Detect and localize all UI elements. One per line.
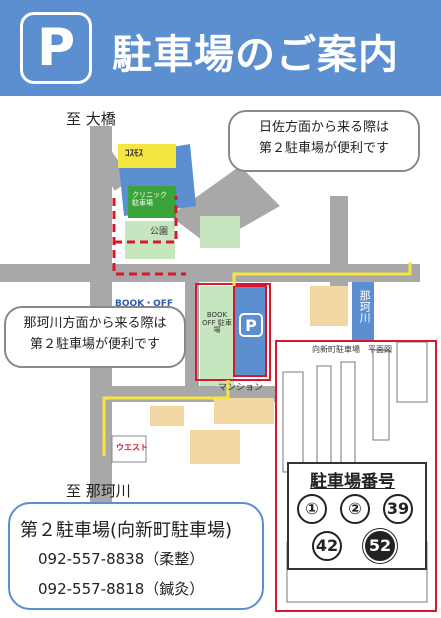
- route-yellow-east: [232, 262, 412, 286]
- park-block: [200, 216, 240, 248]
- route-yellow-west: [102, 380, 230, 456]
- callout-west: 那珂川方面から来る際は 第２駐車場が便利です: [4, 306, 186, 368]
- lot-plan-title: 向新町駐車場 平面図: [312, 345, 392, 354]
- direction-south-label: 至 那珂川: [66, 482, 131, 500]
- lot-number-heading: 駐車場番号: [310, 472, 395, 492]
- direction-north-label: 至 大橋: [66, 110, 116, 128]
- road-diagonal-north: [170, 166, 280, 246]
- callout-east: 日佐方面から来る際は 第２駐車場が便利です: [228, 110, 420, 172]
- park-label: 公園: [150, 227, 169, 237]
- svg-text:P: P: [245, 316, 257, 335]
- road-horizontal-main: [0, 264, 420, 282]
- header-banner: [0, 0, 441, 96]
- info-box: [8, 502, 264, 610]
- bldg-2: [150, 406, 184, 426]
- cosmos-sign: [118, 144, 176, 168]
- parking-icon: P: [20, 12, 92, 84]
- route-red: [112, 198, 186, 276]
- bookoff-lot-label: BOOK OFF 駐車場: [202, 311, 232, 335]
- space-39: 39: [383, 494, 413, 524]
- lot-parking-icon: [239, 313, 263, 337]
- bookoff-lot-block: [200, 286, 234, 386]
- west-store: [111, 435, 147, 463]
- space-1: ①: [297, 494, 327, 524]
- river-label: 那珂川: [358, 290, 372, 323]
- mansion-label: マンション: [218, 383, 264, 393]
- bookoff-label: BOOK・OFF: [115, 299, 174, 309]
- west-label: ウエスト: [116, 443, 148, 452]
- phone-seikotsu: 092-557-8838（柔整）: [38, 550, 205, 568]
- road-vertical-east: [330, 196, 348, 286]
- space-42: 42: [312, 531, 342, 561]
- cosmos-label: ｺｽﾓｽ: [125, 149, 144, 159]
- space-52: 52: [365, 531, 395, 561]
- bldg-3: [214, 398, 274, 424]
- bldg-1: [310, 286, 348, 326]
- phone-shinkyu: 092-557-8818（鍼灸）: [38, 580, 205, 598]
- space-2: ②: [340, 494, 370, 524]
- info-title: 第２駐車場(向新町駐車場): [20, 520, 233, 541]
- page-title: 駐車場のご案内: [112, 32, 399, 78]
- route-red-2: [114, 196, 178, 244]
- park-green: [125, 221, 175, 259]
- bldg-4: [190, 430, 240, 464]
- clinic-label: クリニック 駐車場: [132, 191, 167, 207]
- clinic-parking: [128, 186, 176, 218]
